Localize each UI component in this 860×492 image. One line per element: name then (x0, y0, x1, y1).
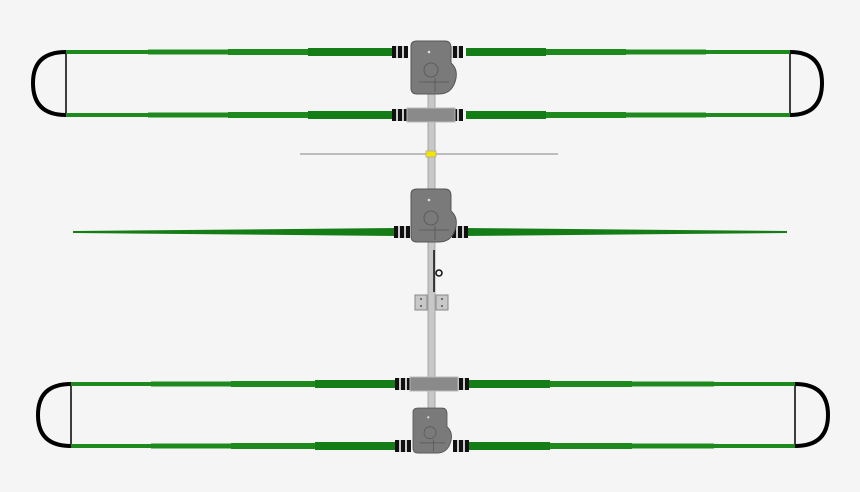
bottom-hub (412, 407, 452, 454)
bottom-loop-element (35, 380, 831, 450)
top-hub (410, 40, 457, 95)
top-clamp (406, 107, 456, 123)
feed-loop (435, 269, 443, 277)
top-loop-element (30, 48, 825, 119)
middle-hub (410, 188, 457, 243)
mounting-plate (414, 294, 449, 311)
feed-marker (425, 150, 437, 158)
driven-element (73, 228, 787, 236)
bottom-clamp (409, 376, 459, 392)
